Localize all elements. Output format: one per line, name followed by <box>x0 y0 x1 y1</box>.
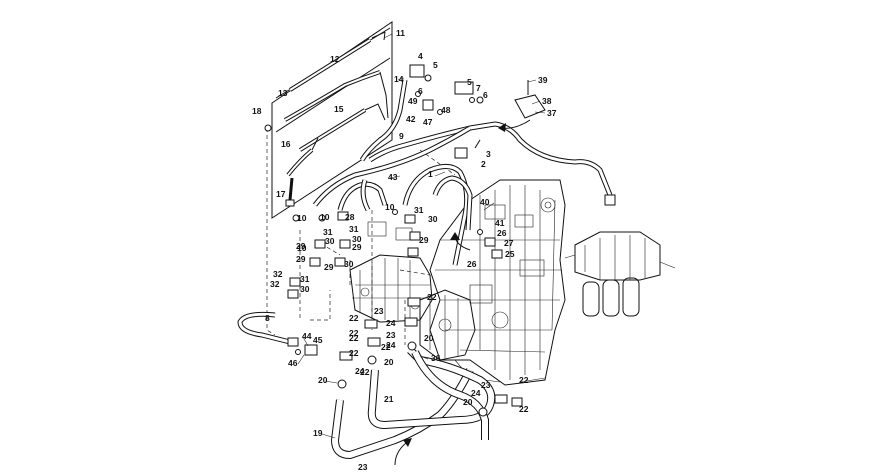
callout-28: 28 <box>345 212 355 222</box>
callout-29e: 29 <box>419 235 429 245</box>
callout-22e: 22 <box>427 292 437 302</box>
hose-group-central <box>313 125 473 266</box>
callout-47: 47 <box>423 117 433 127</box>
callout-42: 42 <box>406 114 416 124</box>
callout-39: 39 <box>538 75 548 85</box>
callout-24b: 24 <box>386 340 396 350</box>
callout-3: 3 <box>486 149 491 159</box>
callout-22c: 22 <box>349 348 359 358</box>
transmission-housing <box>429 179 566 386</box>
callout-23c: 23 <box>481 380 491 390</box>
inset-box-hoses <box>271 21 393 219</box>
callout-13: 13 <box>278 88 288 98</box>
callout-32b: 32 <box>270 279 280 289</box>
callout-46: 46 <box>288 358 298 368</box>
callout-31a: 31 <box>323 227 333 237</box>
callout-20c: 20 <box>424 333 434 343</box>
callout-26b: 26 <box>467 259 477 269</box>
callout-5a: 5 <box>433 60 438 70</box>
lower-center-assembly <box>419 289 476 361</box>
callout-9: 9 <box>399 131 404 141</box>
callout-20a: 20 <box>318 375 328 385</box>
callout-6a: 6 <box>418 86 423 96</box>
callout-20b: 20 <box>384 357 394 367</box>
callout-24a: 24 <box>386 318 396 328</box>
callout-25: 25 <box>505 249 515 259</box>
filter-assembly <box>564 231 676 317</box>
callout-10d: 10 <box>385 202 395 212</box>
fittings-top <box>409 64 546 159</box>
callout-8: 8 <box>265 313 270 323</box>
callout-10b: 10 <box>320 212 330 222</box>
callout-5b: 5 <box>467 77 472 87</box>
callout-26a: 26 <box>497 228 507 238</box>
callout-15: 15 <box>334 104 344 114</box>
callout-14: 14 <box>394 74 404 84</box>
callout-10c: 10 <box>297 243 307 253</box>
callout-31b: 31 <box>349 224 359 234</box>
callout-40: 40 <box>480 197 490 207</box>
leader-ticks <box>297 33 546 439</box>
callout-2: 2 <box>481 159 486 169</box>
callout-30a: 30 <box>325 236 335 246</box>
callout-20d: 20 <box>463 397 473 407</box>
callout-22f: 22 <box>360 367 370 377</box>
callout-21: 21 <box>384 394 394 404</box>
callout-24d: 24 <box>471 388 481 398</box>
fittings-left-cluster <box>264 124 351 356</box>
direction-arrows <box>394 119 531 466</box>
callout-19: 19 <box>313 428 323 438</box>
callout-36: 36 <box>431 353 441 363</box>
callout-10a: 10 <box>297 213 307 223</box>
callout-18: 18 <box>252 106 262 116</box>
callout-22d: 22 <box>381 342 391 352</box>
callout-30c: 30 <box>300 284 310 294</box>
callout-22h: 22 <box>519 404 529 414</box>
callout-49: 49 <box>408 96 418 106</box>
callout-24c: 24 <box>355 366 365 376</box>
callout-31d: 31 <box>414 205 424 215</box>
callout-23b: 23 <box>386 330 396 340</box>
callout-29b: 29 <box>296 254 306 264</box>
callout-22a: 22 <box>349 313 359 323</box>
callout-labels: 1 2 3 4 5 5 6 6 7 8 9 10 10 10 10 11 12 … <box>252 28 557 472</box>
callout-17: 17 <box>276 189 286 199</box>
callout-45: 45 <box>313 335 323 345</box>
callout-30b: 30 <box>352 234 362 244</box>
callout-16: 16 <box>281 139 291 149</box>
callout-43: 43 <box>388 172 398 182</box>
hose-8 <box>237 311 299 347</box>
callout-30d: 30 <box>428 214 438 224</box>
callout-1: 1 <box>428 169 433 179</box>
callout-22i: 22 <box>349 328 359 338</box>
fittings-center-cluster <box>337 209 523 417</box>
callout-31c: 31 <box>300 274 310 284</box>
callout-4: 4 <box>418 51 423 61</box>
callout-12: 12 <box>330 54 340 64</box>
callout-23a: 23 <box>374 306 384 316</box>
callout-44: 44 <box>302 331 312 341</box>
callout-29c: 29 <box>324 262 334 272</box>
callout-37: 37 <box>547 108 557 118</box>
callout-23d: 23 <box>358 462 368 472</box>
callout-32a: 32 <box>273 269 283 279</box>
callout-22b: 22 <box>349 333 359 343</box>
callout-7: 7 <box>476 83 481 93</box>
callout-29a: 29 <box>296 241 306 251</box>
callout-41: 41 <box>495 218 505 228</box>
callout-11: 11 <box>396 28 405 38</box>
callout-48: 48 <box>441 105 451 115</box>
callout-38: 38 <box>542 96 552 106</box>
callout-29d: 29 <box>352 242 362 252</box>
hose-42 <box>359 79 408 162</box>
callout-30e: 30 <box>344 259 354 269</box>
callout-6b: 6 <box>483 90 488 100</box>
callout-22g: 22 <box>519 375 529 385</box>
callout-27: 27 <box>504 238 514 248</box>
